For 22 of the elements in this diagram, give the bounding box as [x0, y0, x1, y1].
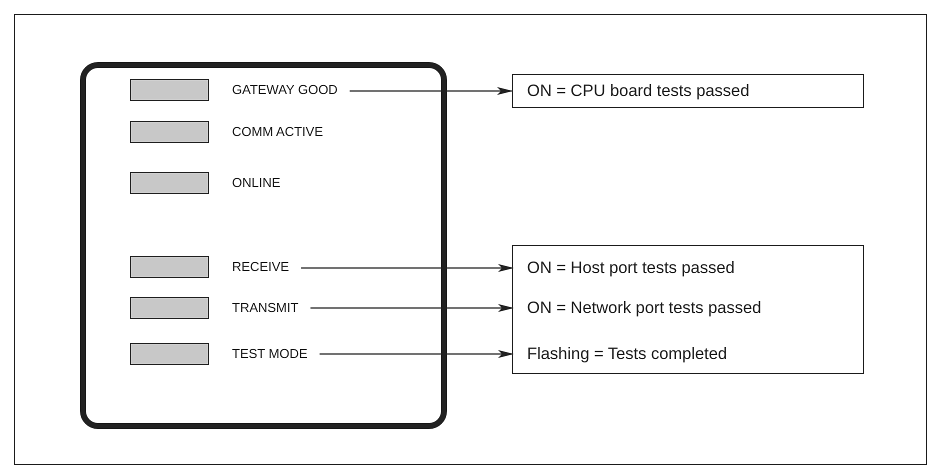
indicator-lamp [130, 79, 209, 101]
indicator-lamp [130, 172, 209, 194]
indicator-lamp [130, 297, 209, 319]
arrow [320, 350, 514, 358]
indicator-lamp [130, 343, 209, 365]
indicator-panel [80, 62, 447, 429]
arrow [350, 87, 513, 95]
description-box [512, 245, 864, 374]
lamp-label: GATEWAY GOOD [232, 82, 350, 98]
lamp-label: TEST MODE [232, 346, 320, 362]
arrow [310, 304, 514, 312]
description-text: ON = Host port tests passed [513, 258, 735, 278]
indicator-lamp [130, 256, 209, 278]
lamp-label: RECEIVE [232, 259, 302, 275]
lamp-label: ONLINE [232, 175, 292, 191]
lamp-label: TRANSMIT [232, 300, 310, 316]
description-box: ON = CPU board tests passed [512, 74, 864, 108]
arrow [301, 264, 514, 272]
lamp-label: COMM ACTIVE [232, 124, 336, 140]
description-text: Flashing = Tests completed [513, 344, 728, 364]
description-text: ON = Network port tests passed [513, 298, 762, 318]
indicator-lamp [130, 121, 209, 143]
